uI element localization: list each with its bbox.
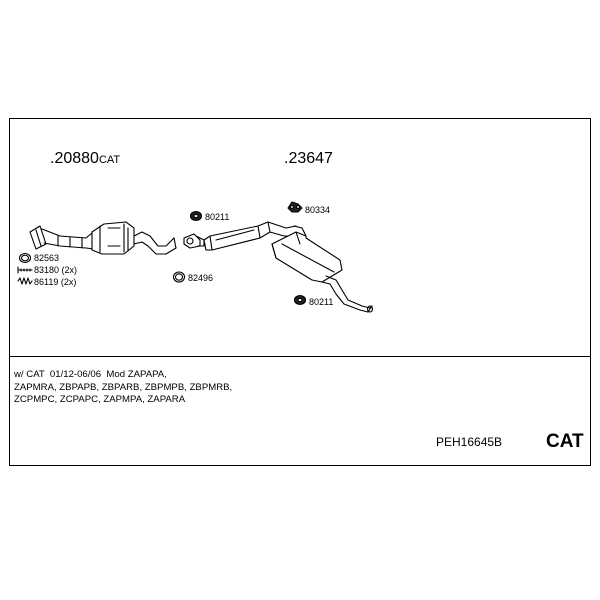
- spring-86119-part: [17, 277, 33, 285]
- part-label-80211-top: 80211: [205, 212, 230, 222]
- group-suffix-catalyst: CAT: [98, 154, 121, 166]
- rear-silencer-part: [271, 225, 343, 283]
- ring-82563-part: [18, 252, 32, 264]
- notes-line-1: w/ CAT 01/12-06/06 Mod ZAPAPA,: [14, 369, 167, 380]
- group-number-catalyst: .20880: [50, 150, 99, 167]
- part-label-80211-bottom: 80211: [309, 297, 334, 307]
- notes-line-2: ZAPMRA, ZBPAPB, ZBPARB, ZBPMPB, ZBPMRB,: [14, 381, 233, 393]
- ring-82496-part: [172, 271, 186, 283]
- frame-top-border: [9, 118, 591, 119]
- kit-code: PEH16645B: [436, 435, 503, 449]
- frame-right-border: [590, 118, 591, 465]
- part-label-83180: 83180 (2x): [34, 265, 78, 275]
- connector-clamp-part: [183, 233, 205, 249]
- hanger-80334-part: [287, 201, 303, 213]
- hanger-80211-top-part: [189, 210, 203, 222]
- part-label-82563: 82563: [34, 253, 60, 263]
- front-pipe-part: [41, 228, 95, 250]
- group-label-catalyst: .20880CAT: [50, 150, 120, 169]
- catalytic-converter-part: [91, 221, 135, 255]
- part-label-80334: 80334: [305, 205, 331, 215]
- part-label-82496: 82496: [188, 273, 214, 283]
- frame-divider: [9, 356, 591, 357]
- intermediate-pipe-part: [133, 231, 177, 255]
- middle-silencer-part: [203, 221, 297, 251]
- bolt-83180-part: [17, 266, 33, 274]
- tail-pipe-part: [321, 275, 374, 313]
- frame-left-border: [9, 118, 10, 465]
- application-notes: w/ CAT 01/12-06/06 Mod ZAPAPA,ZAPMRA, ZB…: [14, 369, 232, 407]
- front-flange-part: [29, 225, 47, 250]
- group-number-silencer: .23647: [284, 150, 333, 167]
- hanger-80211-bottom-part: [293, 294, 307, 306]
- part-label-86119: 86119 (2x): [34, 277, 77, 287]
- group-label-silencer: .23647: [284, 150, 333, 168]
- notes-line-3: ZCPMPC, ZCPAPC, ZAPMPA, ZAPARA: [14, 394, 186, 405]
- cat-badge: CAT: [546, 431, 584, 452]
- frame-bottom-border: [9, 465, 591, 466]
